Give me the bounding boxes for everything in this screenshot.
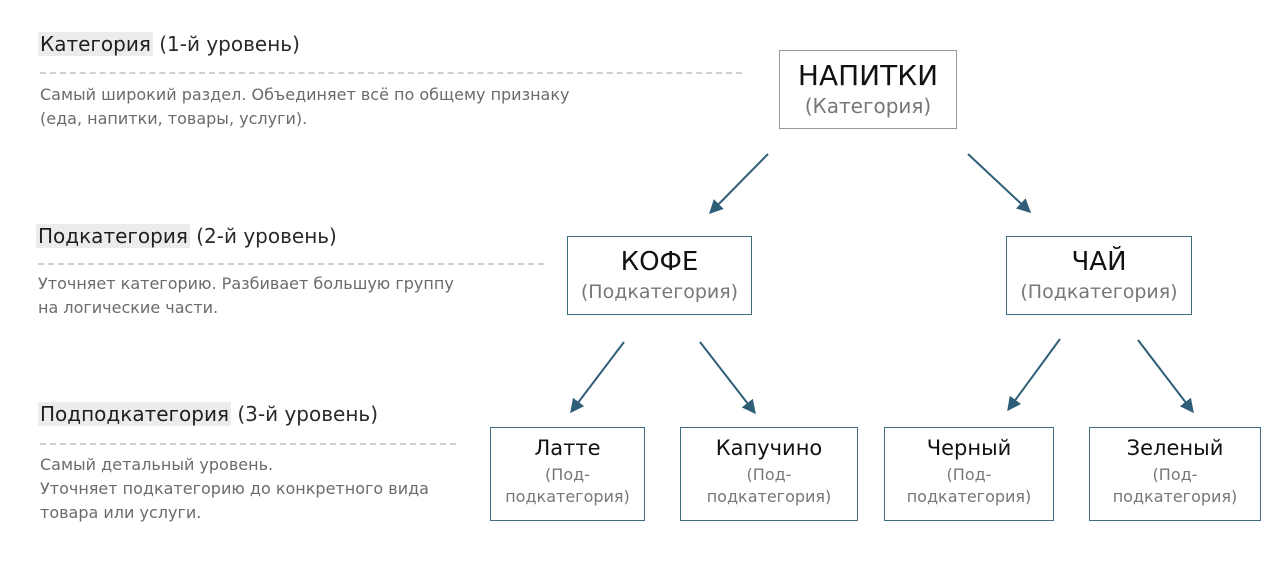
node-cappuccino-type: (Под-подкатегория) [706, 465, 832, 506]
node-green-tea-type: (Под-подкатегория) [1112, 465, 1238, 506]
node-tea: ЧАЙ (Подкатегория) [1006, 236, 1192, 315]
arrow-coffee-to-cappuccino [699, 341, 756, 415]
level-2-desc-line: на логические части. [38, 298, 219, 317]
level-1-description: Самый широкий раздел. Объединяет всё по … [40, 83, 569, 131]
level-3-title: Подподкатегория (3-й уровень) [38, 402, 378, 426]
node-black-tea-title: Черный [926, 436, 1012, 460]
arrow-tea-to-green [1137, 339, 1194, 414]
node-black-tea-type: (Под-подкатегория) [906, 465, 1032, 506]
node-latte-title: Латте [534, 436, 601, 460]
arrow-root-to-coffee [709, 153, 769, 214]
level-3-suffix: (3-й уровень) [231, 402, 378, 426]
level-1-title: Категория (1-й уровень) [38, 32, 300, 56]
node-cappuccino-title: Капучино [715, 436, 823, 460]
level-2-title: Подкатегория (2-й уровень) [36, 224, 337, 248]
node-tea-type: (Подкатегория) [1020, 281, 1178, 303]
node-coffee-title: КОФЕ [620, 247, 699, 277]
level-3-name: Подподкатегория [38, 402, 232, 426]
level-3-divider [40, 443, 456, 445]
arrow-root-to-tea [967, 153, 1032, 213]
level-2-desc-line: Уточняет категорию. Разбивает большую гр… [38, 274, 454, 293]
node-coffee-type: (Подкатегория) [580, 281, 739, 303]
node-drinks-type: (Категория) [804, 94, 932, 118]
node-latte: Латте (Под-подкатегория) [490, 427, 645, 521]
node-drinks: НАПИТКИ (Категория) [779, 50, 957, 129]
node-latte-type: (Под-подкатегория) [505, 465, 630, 506]
level-1-name: Категория [38, 32, 153, 56]
node-green-tea: Зеленый (Под-подкатегория) [1089, 427, 1261, 521]
level-3-description: Самый детальный уровень. Уточняет подкат… [40, 453, 429, 525]
node-green-tea-title: Зеленый [1126, 436, 1224, 460]
level-1-divider [40, 72, 742, 74]
arrow-coffee-to-latte [570, 341, 625, 414]
level-1-suffix: (1-й уровень) [152, 32, 300, 56]
level-1-desc-line: Самый широкий раздел. Объединяет всё по … [40, 85, 570, 104]
node-tea-title: ЧАЙ [1071, 247, 1127, 277]
node-cappuccino: Капучино (Под-подкатегория) [680, 427, 858, 521]
node-coffee: КОФЕ (Подкатегория) [567, 236, 752, 315]
level-3-desc-line: товара или услуги. [40, 503, 202, 522]
level-2-description: Уточняет категорию. Разбивает большую гр… [38, 272, 454, 320]
arrow-tea-to-black [1007, 338, 1061, 412]
level-1-desc-line: (еда, напитки, товары, услуги). [40, 109, 308, 128]
level-3-desc-line: Уточняет подкатегорию до конкретного вид… [40, 479, 429, 498]
level-3-desc-line: Самый детальный уровень. [40, 455, 274, 474]
level-2-suffix: (2-й уровень) [189, 224, 337, 248]
level-2-divider [38, 263, 544, 265]
level-2-name: Подкатегория [36, 224, 190, 248]
node-black-tea: Черный (Под-подкатегория) [884, 427, 1054, 521]
node-drinks-title: НАПИТКИ [797, 59, 939, 92]
